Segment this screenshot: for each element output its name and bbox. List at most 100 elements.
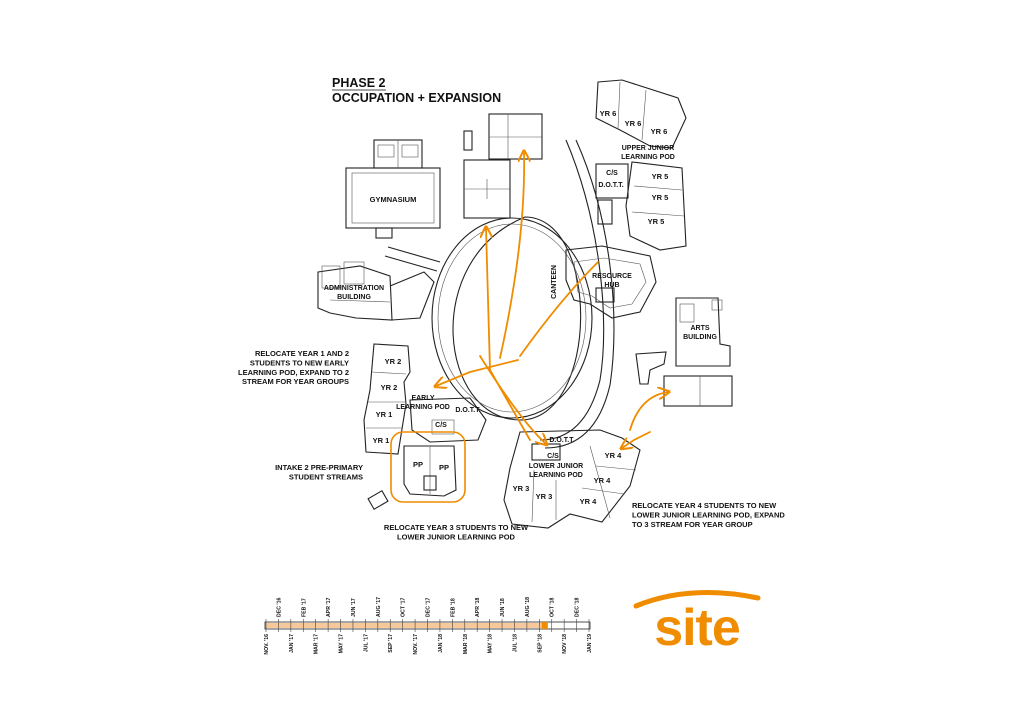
arrow-to-courts-lower — [486, 228, 531, 441]
logo-text: site — [654, 599, 740, 657]
lower-room-3: YR 4 — [605, 451, 623, 460]
arts-label-text: ARTS — [690, 325, 709, 332]
timeline-bottom-label: SEP '18 — [537, 634, 543, 653]
note-relocate-y3-text: RELOCATE YEAR 3 STUDENTS TO NEW — [384, 523, 529, 532]
logo-swoosh — [633, 590, 761, 609]
timeline: DEC '16 FEB '17 APR '17 JUN '17 AUG '17 OCT '… — [264, 597, 593, 655]
lower-pod-title: LOWER JUNIOR LEARNING POD — [529, 463, 583, 479]
phase-subtitle: OCCUPATION + EXPANSION — [332, 91, 501, 105]
timeline-top-label: FEB '17 — [301, 598, 307, 617]
timeline-top-label: JUN '17 — [351, 598, 357, 617]
lower-pod-title-text-line-2: LEARNING POD — [529, 472, 583, 479]
upper-room-4: YR 5 — [652, 172, 669, 181]
pp-room-1: PP — [413, 460, 423, 469]
timeline-top-label: APR '18 — [475, 597, 481, 617]
early-pod-title: EARLY LEARNING POD — [396, 395, 450, 411]
path-road — [384, 246, 441, 272]
note-relocate-y4-text-line-2: LOWER JUNIOR LEARNING POD, EXPAND — [632, 510, 785, 519]
resource-hub-building: RESOURCE HUB CANTEEN — [551, 245, 657, 319]
early-room-4: YR 1 — [373, 436, 390, 445]
pre-primary-highlight — [390, 431, 466, 503]
timeline-bottom-label: JAN '17 — [289, 634, 295, 653]
timeline-bottom-label: SEP '17 — [388, 634, 394, 653]
gymnasium-building: GYMNASIUM — [345, 139, 441, 239]
note-relocate-y1-y2-text-line-2: STUDENTS TO NEW EARLY — [250, 358, 349, 367]
arrow-from-hub — [519, 261, 599, 357]
timeline-top-label: OCT '17 — [401, 597, 407, 617]
arts-label-text-line-2: BUILDING — [683, 334, 717, 341]
timeline-bottom-label: JAN '19 — [587, 634, 593, 653]
upper-room-6: YR 5 — [648, 217, 665, 226]
courts — [463, 113, 543, 219]
upper-room-2: YR 6 — [625, 119, 642, 128]
lower-room-4: YR 4 — [594, 476, 612, 485]
early-pod-title-text: EARLY — [411, 395, 434, 402]
early-cs-label: C/S — [435, 422, 447, 429]
arrow-to-year4 — [622, 431, 651, 448]
note-relocate-y1-y2-text: RELOCATE YEAR 1 AND 2 — [255, 349, 349, 358]
resource-hub-label: RESOURCE HUB — [592, 273, 632, 289]
lower-junior-pod: YR 3 YR 3 YR 4 YR 4 YR 4 C/S D.O.T.T. LO… — [503, 429, 641, 529]
timeline-bottom-label: MAR '17 — [314, 634, 320, 654]
upper-pod-title: UPPER JUNIOR LEARNING POD — [621, 145, 675, 161]
note-relocate-y1-y2-text-line-3: LEARNING POD, EXPAND TO 2 — [238, 368, 349, 377]
timeline-top-label: JUN '18 — [500, 598, 506, 617]
note-relocate-y4-text: RELOCATE YEAR 4 STUDENTS TO NEW — [632, 501, 777, 510]
lower-room-5: YR 4 — [580, 497, 598, 506]
timeline-bottom-label: MAY '17 — [339, 634, 345, 654]
note-relocate-y3-text-line-2: LOWER JUNIOR LEARNING POD — [397, 532, 516, 541]
upper-room-1: YR 6 — [600, 109, 617, 118]
timeline-marker — [541, 622, 548, 629]
timeline-top-label: FEB '18 — [450, 598, 456, 617]
upper-cs-label: C/S — [606, 170, 618, 177]
timeline-progress — [266, 623, 544, 628]
lower-pod-title-text: LOWER JUNIOR — [529, 463, 583, 470]
timeline-top-label: DEC '18 — [575, 597, 581, 617]
early-room-3: YR 1 — [376, 410, 393, 419]
arrow-to-arts — [629, 392, 668, 431]
lower-room-2: YR 3 — [536, 492, 553, 501]
pre-primary-block: PP PP — [367, 431, 466, 510]
timeline-top-label: DEC '17 — [426, 597, 432, 617]
timeline-top-label: AUG '17 — [376, 597, 382, 617]
site-logo: site — [633, 590, 761, 657]
administration-label-text-line-2: BUILDING — [337, 294, 371, 301]
timeline-bottom-label: JUL '18 — [512, 634, 518, 652]
upper-room-5: YR 5 — [652, 193, 669, 202]
phase-title: PHASE 2 — [332, 76, 386, 90]
relocation-arrows — [436, 152, 668, 448]
lower-cs-label: C/S — [547, 453, 559, 460]
resource-hub-line-line-2: HUB — [604, 282, 619, 289]
upper-junior-pod: YR 6 YR 6 YR 6 YR 5 YR 5 YR 5 C/S D.O.T.… — [595, 79, 687, 251]
upper-dott-label: D.O.T.T. — [598, 182, 623, 189]
timeline-bottom-label: MAY '18 — [488, 634, 494, 654]
arrow-to-courts-upper — [499, 152, 524, 359]
lower-room-1: YR 3 — [513, 484, 530, 493]
canteen-label: CANTEEN — [551, 265, 558, 299]
timeline-bottom-label: NOV. '16 — [264, 634, 270, 655]
timeline-bottom-label: MAR '18 — [463, 634, 469, 654]
upper-pod-title-text: UPPER JUNIOR — [622, 145, 675, 152]
timeline-ticks — [265, 619, 590, 632]
arts-building: ARTS BUILDING — [635, 297, 733, 407]
note-relocate-y1-y2-text-line-4: STREAM FOR YEAR GROUPS — [242, 377, 349, 386]
timeline-bottom-label: NOV. '17 — [413, 634, 419, 655]
gymnasium-label: GYMNASIUM — [370, 195, 417, 204]
upper-room-3: YR 6 — [651, 127, 668, 136]
upper-pod-title-text-line-2: LEARNING POD — [621, 154, 675, 161]
early-pod-title-text-line-2: LEARNING POD — [396, 404, 450, 411]
resource-hub-line: RESOURCE — [592, 273, 632, 280]
timeline-top-label: AUG '18 — [525, 597, 531, 617]
timeline-top-label: APR '17 — [326, 597, 332, 617]
timeline-top-labels: DEC '16 FEB '17 APR '17 JUN '17 AUG '17 OCT '… — [276, 597, 580, 617]
timeline-top-label: DEC '16 — [276, 597, 282, 617]
